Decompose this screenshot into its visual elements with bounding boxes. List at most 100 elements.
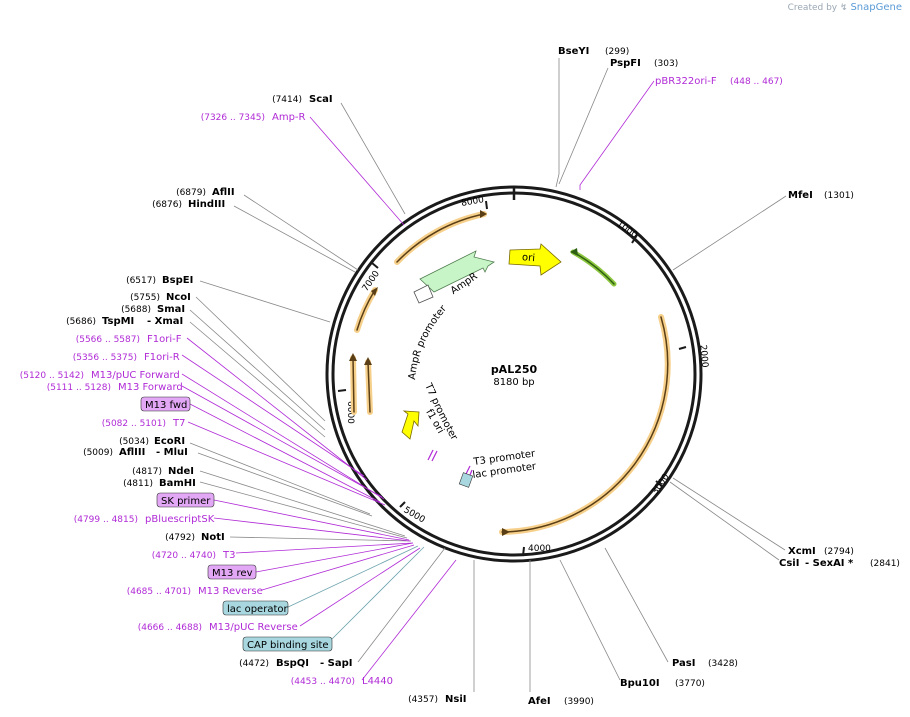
lac-operator-marker <box>458 472 474 488</box>
sk-primer-label: SK primer <box>161 496 211 507</box>
enzyme-afei-pos: (3990) <box>564 697 594 707</box>
tick-label-6000: 6000 <box>345 401 355 424</box>
primer-m13-forward-range: (5111 .. 5128) <box>47 383 111 393</box>
enzyme-noti[interactable]: NotI <box>201 532 225 543</box>
m13-rev-label: M13 rev <box>212 568 253 579</box>
enzyme-hindiii[interactable]: HindIII <box>188 199 225 210</box>
tick-label-5000: 5000 <box>402 505 427 525</box>
primer-m13-forward[interactable]: M13 Forward <box>118 382 183 393</box>
tick-mark-8000 <box>485 200 488 210</box>
primer-pbluescriptsk[interactable]: pBluescriptSK <box>145 514 215 525</box>
primer-f1ori-r[interactable]: F1ori-R <box>144 352 180 363</box>
enzyme-noti-pos: (4792) <box>165 533 195 543</box>
enzyme-scai-pos: (7414) <box>272 95 302 105</box>
enzyme-afei[interactable]: AfeI <box>528 696 551 707</box>
tick-mark-1000 <box>631 234 638 244</box>
enzyme-xmai[interactable]: - XmaI <box>147 316 183 327</box>
enzyme-hindiii-pos: (6876) <box>152 200 182 210</box>
enzyme-bspqi[interactable]: BspQI <box>276 658 309 669</box>
primer-t7[interactable]: T7 <box>172 418 185 429</box>
enzyme-tspmi-pos: (5686) <box>66 317 96 327</box>
credit-prefix: Created by <box>787 3 838 13</box>
m13-rev-box[interactable] <box>207 564 257 580</box>
tick-mark-7000 <box>371 262 379 269</box>
primer-f1ori-f[interactable]: F1ori-F <box>147 334 182 345</box>
ampr-feature <box>419 250 495 293</box>
primer-amp-r[interactable]: Amp-R <box>272 112 306 123</box>
enzyme-bpu10i[interactable]: Bpu10I <box>620 678 660 689</box>
enzyme-xcmi-pos: (2794) <box>824 547 854 557</box>
primer-t3[interactable]: T3 <box>222 550 235 561</box>
enzyme-bseyi[interactable]: BseYI <box>558 46 589 57</box>
primer-amp-r-range: (7326 .. 7345) <box>201 113 265 123</box>
enzyme-mlui[interactable]: - MluI <box>156 447 188 458</box>
f1-ori-feature <box>401 410 420 440</box>
enzyme-ndei[interactable]: NdeI <box>168 466 194 477</box>
enzyme-ecori-pos: (5034) <box>119 437 149 447</box>
ori-feature <box>508 243 562 276</box>
enzyme-smai-pos: (5688) <box>121 305 151 315</box>
primer-m13-reverse[interactable]: M13 Reverse <box>198 586 263 597</box>
primer-pbr322ori-f[interactable]: pBR322ori-F <box>655 76 717 87</box>
primer-m13-reverse-range: (4685 .. 4701) <box>127 587 191 597</box>
tick-label-3000: 3000 <box>650 472 671 497</box>
enzyme-nsii-pos: (4357) <box>408 695 438 705</box>
enzyme-pasi[interactable]: PasI <box>672 658 695 669</box>
orf-arrowhead-left-1 <box>349 353 357 361</box>
tick-mark-4000 <box>522 546 525 557</box>
enzyme-bamhi[interactable]: BamHI <box>159 478 196 489</box>
primer-t7-range: (5082 .. 5101) <box>102 419 166 429</box>
primer-pbr322ori-f-range: (448 .. 467) <box>730 77 783 87</box>
tick-label-8000: 8000 <box>460 195 485 209</box>
enzyme-afliii[interactable]: AflIII <box>119 447 145 458</box>
m13-fwd-box[interactable] <box>140 396 191 412</box>
primer-pbluescriptsk-range: (4799 .. 4815) <box>74 515 138 525</box>
enzyme-scai[interactable]: ScaI <box>309 94 333 105</box>
enzyme-ndei-pos: (4817) <box>132 467 162 477</box>
tick-mark-6000 <box>337 389 347 392</box>
enzyme-aflii[interactable]: AflII <box>212 187 235 198</box>
tick-mark-5000 <box>399 501 406 508</box>
enzyme-mfei[interactable]: MfeI <box>788 190 813 201</box>
ampr-promoter-label: AmpR promoter <box>407 303 450 380</box>
cap-binding-site-label: CAP binding site <box>247 640 329 651</box>
primer-m13puc-forward[interactable]: M13/pUC Forward <box>91 370 180 381</box>
enzyme-pasi-pos: (3428) <box>708 659 738 669</box>
ori-label: ori <box>522 252 536 264</box>
enzyme-tspmi[interactable]: TspMI <box>102 316 134 327</box>
enzyme-pspfi-pos: (303) <box>654 59 678 69</box>
enzyme-bpu10i-pos: (3770) <box>675 679 705 689</box>
primer-l4440-range: (4453 .. 4470) <box>291 677 355 687</box>
primer-m13puc-reverse[interactable]: M13/pUC Reverse <box>209 622 298 633</box>
orf-arrowhead-left-2 <box>364 357 372 365</box>
plasmid-size: 8180 bp <box>493 377 534 388</box>
enzyme-xcmi[interactable]: XcmI <box>788 546 816 557</box>
m13-fwd-label: M13 fwd <box>145 400 187 411</box>
enzyme-sexai[interactable]: - SexAI * <box>805 558 854 569</box>
orf-arrowhead-right <box>502 528 510 536</box>
enzyme-bspei-pos: (6517) <box>126 276 156 286</box>
enzyme-bspei[interactable]: BspEI <box>162 275 193 286</box>
enzyme-smai[interactable]: SmaI <box>157 304 185 315</box>
enzyme-pspfi[interactable]: PspFI <box>610 58 641 69</box>
enzyme-afliii-pos: (5009) <box>83 448 113 458</box>
tick-mark-2000 <box>678 346 687 350</box>
orf-arrowhead-upper-left <box>371 287 378 296</box>
primer-t3-range: (4720 .. 4740) <box>152 551 216 561</box>
ampr-promoter-feature <box>413 284 434 304</box>
primer-l4440[interactable]: L4440 <box>362 676 393 687</box>
enzyme-sapi[interactable]: - SapI <box>320 658 352 669</box>
primer-f1ori-r-range: (5356 .. 5375) <box>73 353 137 363</box>
enzyme-aflii-pos: (6879) <box>176 188 206 198</box>
lac-operator-box[interactable] <box>222 600 289 616</box>
enzyme-bspqi-pos: (4472) <box>239 659 269 669</box>
cap-binding-site-box[interactable] <box>242 636 333 652</box>
enzyme-ncoi[interactable]: NcoI <box>166 292 191 303</box>
enzyme-nsii[interactable]: NsiI <box>445 694 466 705</box>
enzyme-ecori[interactable]: EcoRI <box>154 436 185 447</box>
sk-primer-box[interactable] <box>156 492 215 508</box>
enzyme-csii-pos: (2841) <box>870 559 900 569</box>
enzyme-csii[interactable]: CsiI <box>779 558 799 569</box>
orf-arrowhead-top <box>480 210 487 218</box>
